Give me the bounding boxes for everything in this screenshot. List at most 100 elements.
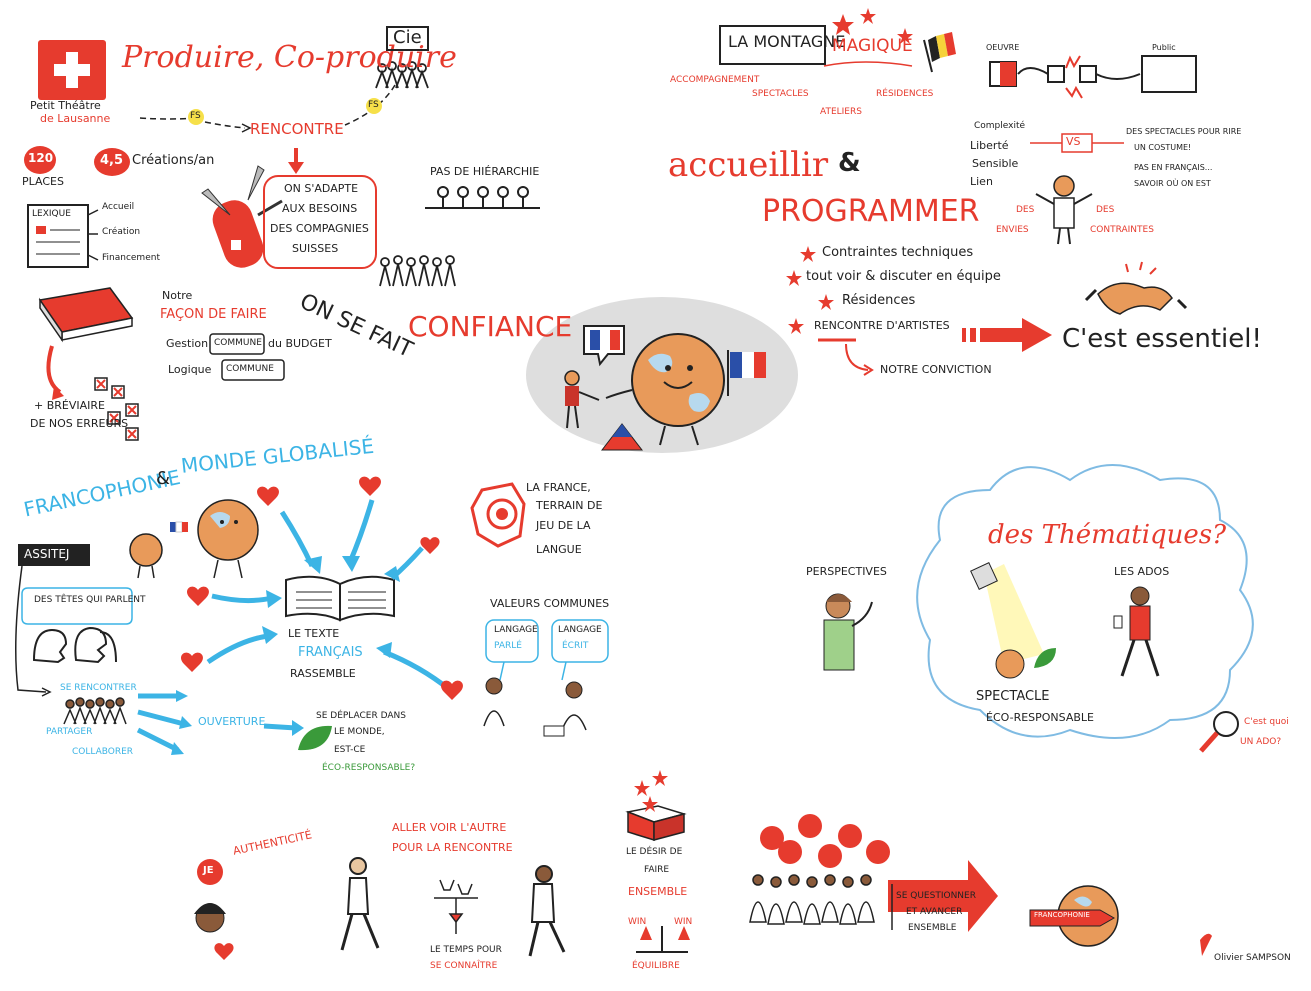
- complexite-item: Sensible: [972, 157, 1019, 170]
- magnifier-icon: [1199, 711, 1239, 753]
- oeuvre-label: OEUVRE: [986, 43, 1020, 52]
- questionner-line: ET AVANCER: [906, 907, 963, 917]
- gestion-c: du BUDGET: [268, 337, 332, 350]
- desir-line: LE DÉSIR DE: [626, 847, 683, 857]
- oeuvre-cube-icon: [989, 61, 1017, 87]
- french-flag-bubble-icon: [583, 325, 625, 367]
- langage-parle: PARLÉ: [494, 641, 522, 651]
- hierarchy-figures-icon: [425, 186, 540, 209]
- accueillir-item: tout voir & discuter en équipe: [806, 269, 1001, 284]
- se-rencontrer-label: SE RENCONTRER: [60, 683, 137, 693]
- deplacer-line: SE DÉPLACER DANS: [316, 711, 406, 721]
- win-label: WIN: [628, 917, 647, 927]
- je-badge: [197, 859, 223, 885]
- places-label: PLACES: [22, 175, 64, 188]
- theatre-line2: de Lausanne: [40, 112, 111, 125]
- specs-line: PAS EN FRANÇAIS...: [1134, 163, 1213, 172]
- temps-line: SE CONNAÎTRE: [430, 961, 498, 971]
- accueillir-item: RENCONTRE D'ARTISTES: [814, 319, 950, 332]
- ado-q-line: C'est quoi: [1244, 717, 1289, 727]
- questionner-line: ENSEMBLE: [908, 923, 957, 933]
- deplacer-line: LE MONDE,: [334, 727, 385, 737]
- texte-line: FRANÇAIS: [298, 645, 363, 660]
- complexite-item: Lien: [970, 175, 993, 188]
- adapte-line: AUX BESOINS: [282, 202, 358, 215]
- accueillir-amp: &: [838, 148, 861, 178]
- breviaire-line2: DE NOS ERREURS: [30, 417, 129, 430]
- hierarchie-label: PAS DE HIÉRARCHIE: [430, 165, 540, 178]
- walking-person-left-icon: [340, 857, 380, 951]
- texte-line: LE TEXTE: [288, 627, 340, 640]
- lexique-item: Accueil: [102, 202, 135, 212]
- spectacle-line: ÉCO-RESPONSABLE: [986, 711, 1094, 724]
- tetes-label: DES TÊTES QUI PARLENT: [34, 595, 146, 605]
- leaf-icon: [298, 725, 332, 751]
- ados-label: LES ADOS: [1114, 565, 1170, 578]
- perspectives-person-icon: [823, 593, 873, 671]
- deplacer-line: ÉCO-RESPONSABLE?: [322, 763, 416, 773]
- complexite-item: Liberté: [970, 139, 1009, 152]
- spectacle-line: SPECTACLE: [976, 689, 1050, 704]
- belgian-flag-icon: [923, 32, 956, 73]
- cie-label: Cie: [386, 26, 429, 51]
- texte-line: RASSEMBLE: [290, 667, 356, 680]
- plug-icon: [1017, 55, 1141, 99]
- montagne-title-a: LA MONTAGNE: [728, 32, 846, 51]
- globe-icon: [197, 499, 259, 579]
- handshake-icon: [1084, 261, 1188, 315]
- public-board-icon: [1141, 55, 1197, 93]
- pen-icon: [1200, 933, 1212, 956]
- temps-line: LE TEMPS POUR: [430, 945, 502, 955]
- envies-line: ENVIES: [996, 225, 1029, 235]
- collaborer-label: COLLABORER: [72, 747, 134, 757]
- accueillir-item: Contraintes techniques: [822, 245, 974, 260]
- people-talking-icon: [483, 677, 587, 737]
- accueillir-title: accueillir: [668, 145, 829, 185]
- aller-line: POUR LA RENCONTRE: [392, 841, 513, 854]
- fs-dot-icon: [366, 98, 382, 114]
- creations-num: 4,5: [100, 153, 124, 168]
- stars-icon: [832, 8, 913, 44]
- forward-arrow-icon: [888, 860, 998, 932]
- assitej-badge: [18, 544, 90, 566]
- logique-a: Logique: [168, 363, 212, 376]
- france-line: JEU DE LA: [536, 519, 591, 532]
- france-target-icon: [470, 482, 526, 548]
- gestion-b: COMMUNE: [214, 338, 262, 348]
- adapte-line: ON S'ADAPTE: [284, 182, 359, 195]
- deplacer-line: EST-CE: [334, 745, 366, 755]
- france-line: LA FRANCE,: [526, 481, 591, 494]
- je-label: JE: [203, 865, 214, 876]
- desir-line: FAIRE: [644, 865, 670, 875]
- public-label: Public: [1152, 43, 1176, 52]
- creations-label: Créations/an: [132, 153, 215, 168]
- montagne-title-b: MAGIQUE: [832, 36, 913, 56]
- france-line: TERRAIN DE: [536, 499, 603, 512]
- lexique-title: LEXIQUE: [32, 209, 71, 219]
- woman-face-icon: [194, 903, 226, 933]
- accueillir-item: Résidences: [842, 293, 916, 308]
- essentiel-label: C'est essentiel!: [1062, 324, 1262, 354]
- confiance-part2: CONFIANCE: [408, 310, 573, 343]
- confidence-crowd-icon: [379, 255, 456, 287]
- adapte-line: SUISSES: [292, 242, 339, 255]
- hearts-icon: [181, 476, 463, 960]
- questionner-line: SE QUESTIONNER: [896, 891, 976, 901]
- mountain-icon: [600, 423, 644, 451]
- balance-icon: [636, 926, 690, 953]
- fs-label: FS: [190, 111, 201, 121]
- fs-label: FS: [368, 100, 379, 110]
- french-flag-icon: [727, 350, 766, 396]
- ouverture-label: OUVERTURE: [198, 715, 266, 728]
- talking-heads-icon: [32, 626, 117, 664]
- contraintes-line: DES: [1096, 205, 1115, 215]
- ado-q-line: UN ADO?: [1240, 737, 1282, 747]
- specs-line: UN COSTUME!: [1134, 143, 1192, 152]
- produire-title: Produire, Co-produire: [122, 40, 457, 75]
- win-label: WIN: [674, 917, 693, 927]
- places-num: 120: [28, 151, 54, 165]
- facon-label: FAÇON DE FAIRE: [160, 307, 267, 322]
- france-line: LANGUE: [536, 543, 582, 556]
- lexique-doc-icon: [27, 204, 89, 268]
